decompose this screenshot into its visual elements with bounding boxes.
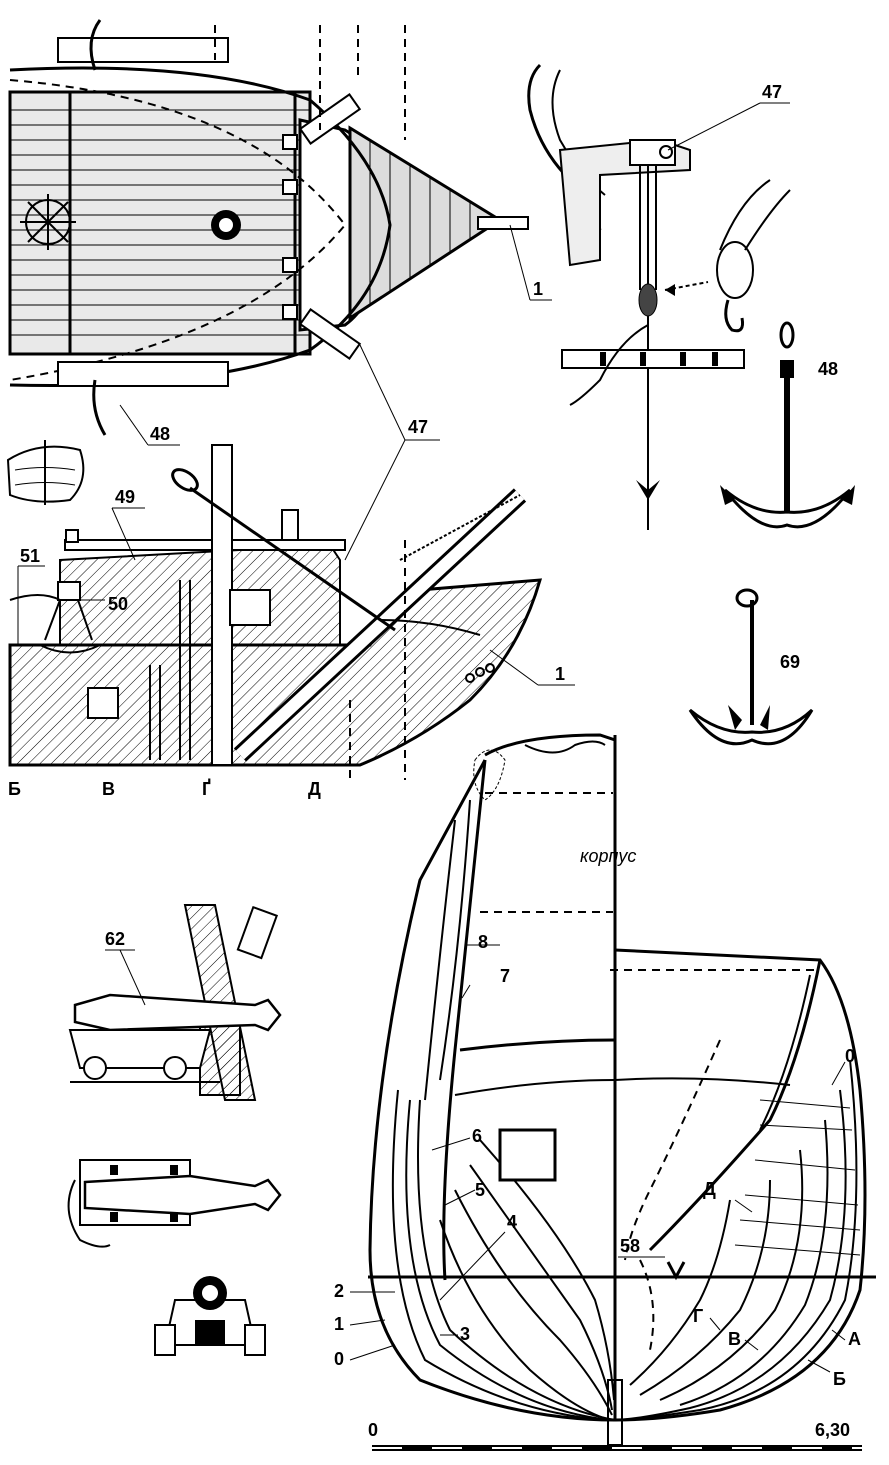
station-label-a-right: А — [848, 1329, 861, 1349]
cannon-top-view — [67, 1159, 282, 1248]
station-label-d: Д — [308, 779, 321, 799]
frame-label-7: 7 — [500, 966, 510, 986]
station-label-b: Б — [8, 779, 21, 799]
frame-label-2: 2 — [334, 1281, 344, 1301]
station-label-v-right: В — [728, 1329, 741, 1349]
frame-label-5: 5 — [475, 1180, 485, 1200]
cannon-front-view — [154, 1276, 266, 1356]
deck-plan-view — [8, 19, 529, 436]
bowsprit-stub — [477, 216, 529, 230]
cathead-detail — [527, 63, 791, 530]
label-58: 58 — [620, 1236, 640, 1256]
side-elevation — [6, 440, 543, 780]
anchor-69-icon — [688, 588, 814, 746]
cathead-upper — [298, 93, 362, 145]
frame-label-3: 3 — [460, 1324, 470, 1344]
label-1-stem: 1 — [555, 664, 565, 684]
beak-head — [348, 125, 503, 321]
label-50: 50 — [108, 594, 128, 614]
pulley-block — [638, 283, 658, 317]
anchor-48-icon — [720, 321, 855, 529]
frame-label-1: 1 — [334, 1314, 344, 1334]
cathead-lower — [298, 308, 362, 360]
station-label-g-right: Г — [693, 1306, 703, 1326]
cannon-barrel-side — [73, 993, 282, 1032]
label-51: 51 — [20, 546, 40, 566]
label-47-mid: 47 — [408, 417, 428, 437]
ship-wheel-icon — [20, 194, 76, 250]
scale-start-label: 0 — [368, 1420, 378, 1440]
label-69: 69 — [780, 652, 800, 672]
anchor-stock — [561, 349, 745, 369]
body-plan — [368, 733, 876, 1451]
hull-section-hatched — [8, 578, 543, 767]
station-label-g: Ґ — [202, 778, 211, 799]
label-48-plan: 48 — [150, 424, 170, 444]
frame-label-0-left: 0 — [334, 1349, 344, 1369]
cannon-side-view — [68, 904, 282, 1101]
label-47-right: 47 — [762, 82, 782, 102]
station-label-v: В — [102, 779, 115, 799]
frame-label-8: 8 — [478, 932, 488, 952]
scale-end-label: 6,30 — [815, 1420, 850, 1440]
label-48-anchor: 48 — [818, 359, 838, 379]
label-62: 62 — [105, 929, 125, 949]
frame-label-6: 6 — [472, 1126, 482, 1146]
frame-label-0-right: 0 — [845, 1046, 855, 1066]
station-label-b-right: Б — [833, 1369, 846, 1389]
korpus-label: корпус — [580, 846, 636, 866]
stern-window — [498, 1128, 557, 1182]
label-1-bowsprit: 1 — [533, 279, 543, 299]
belfry — [57, 581, 81, 601]
label-49: 49 — [115, 487, 135, 507]
station-label-d-right: Д — [703, 1179, 716, 1199]
frame-label-4: 4 — [507, 1212, 517, 1232]
